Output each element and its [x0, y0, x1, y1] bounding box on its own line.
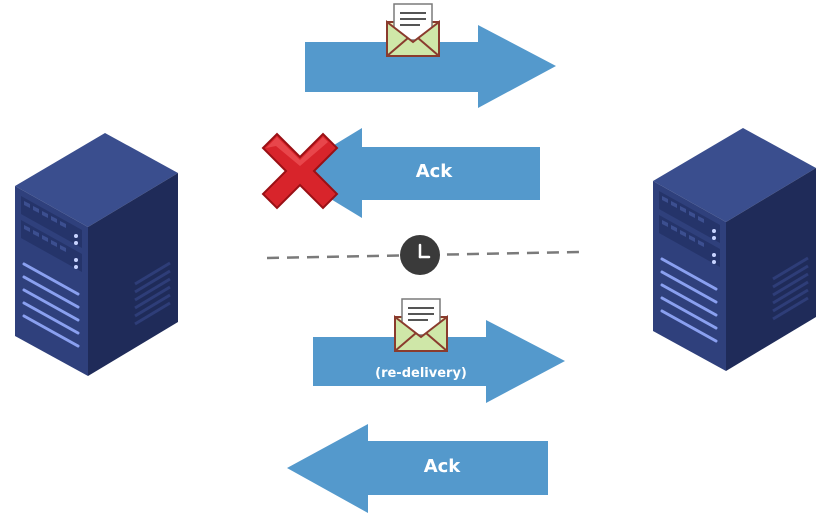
server-rack-icon [651, 126, 818, 373]
ack-label: Ack [424, 456, 462, 477]
envelope-icon [386, 3, 440, 57]
redelivery-label: (re-delivery) [375, 366, 467, 381]
server-rack-icon [13, 131, 180, 378]
timeout-line [266, 235, 581, 275]
ack-label: Ack [416, 161, 454, 182]
ack-arrow-lost: Ack [261, 128, 540, 218]
envelope-icon [394, 298, 448, 352]
redelivery-arrow: (re-delivery) [313, 298, 565, 403]
ack-arrow: Ack [287, 424, 548, 513]
receiver-server [651, 126, 818, 373]
lost-cross-icon [261, 132, 339, 210]
message-arrow [305, 3, 556, 108]
sender-server [13, 131, 180, 378]
clock-icon [400, 235, 440, 275]
